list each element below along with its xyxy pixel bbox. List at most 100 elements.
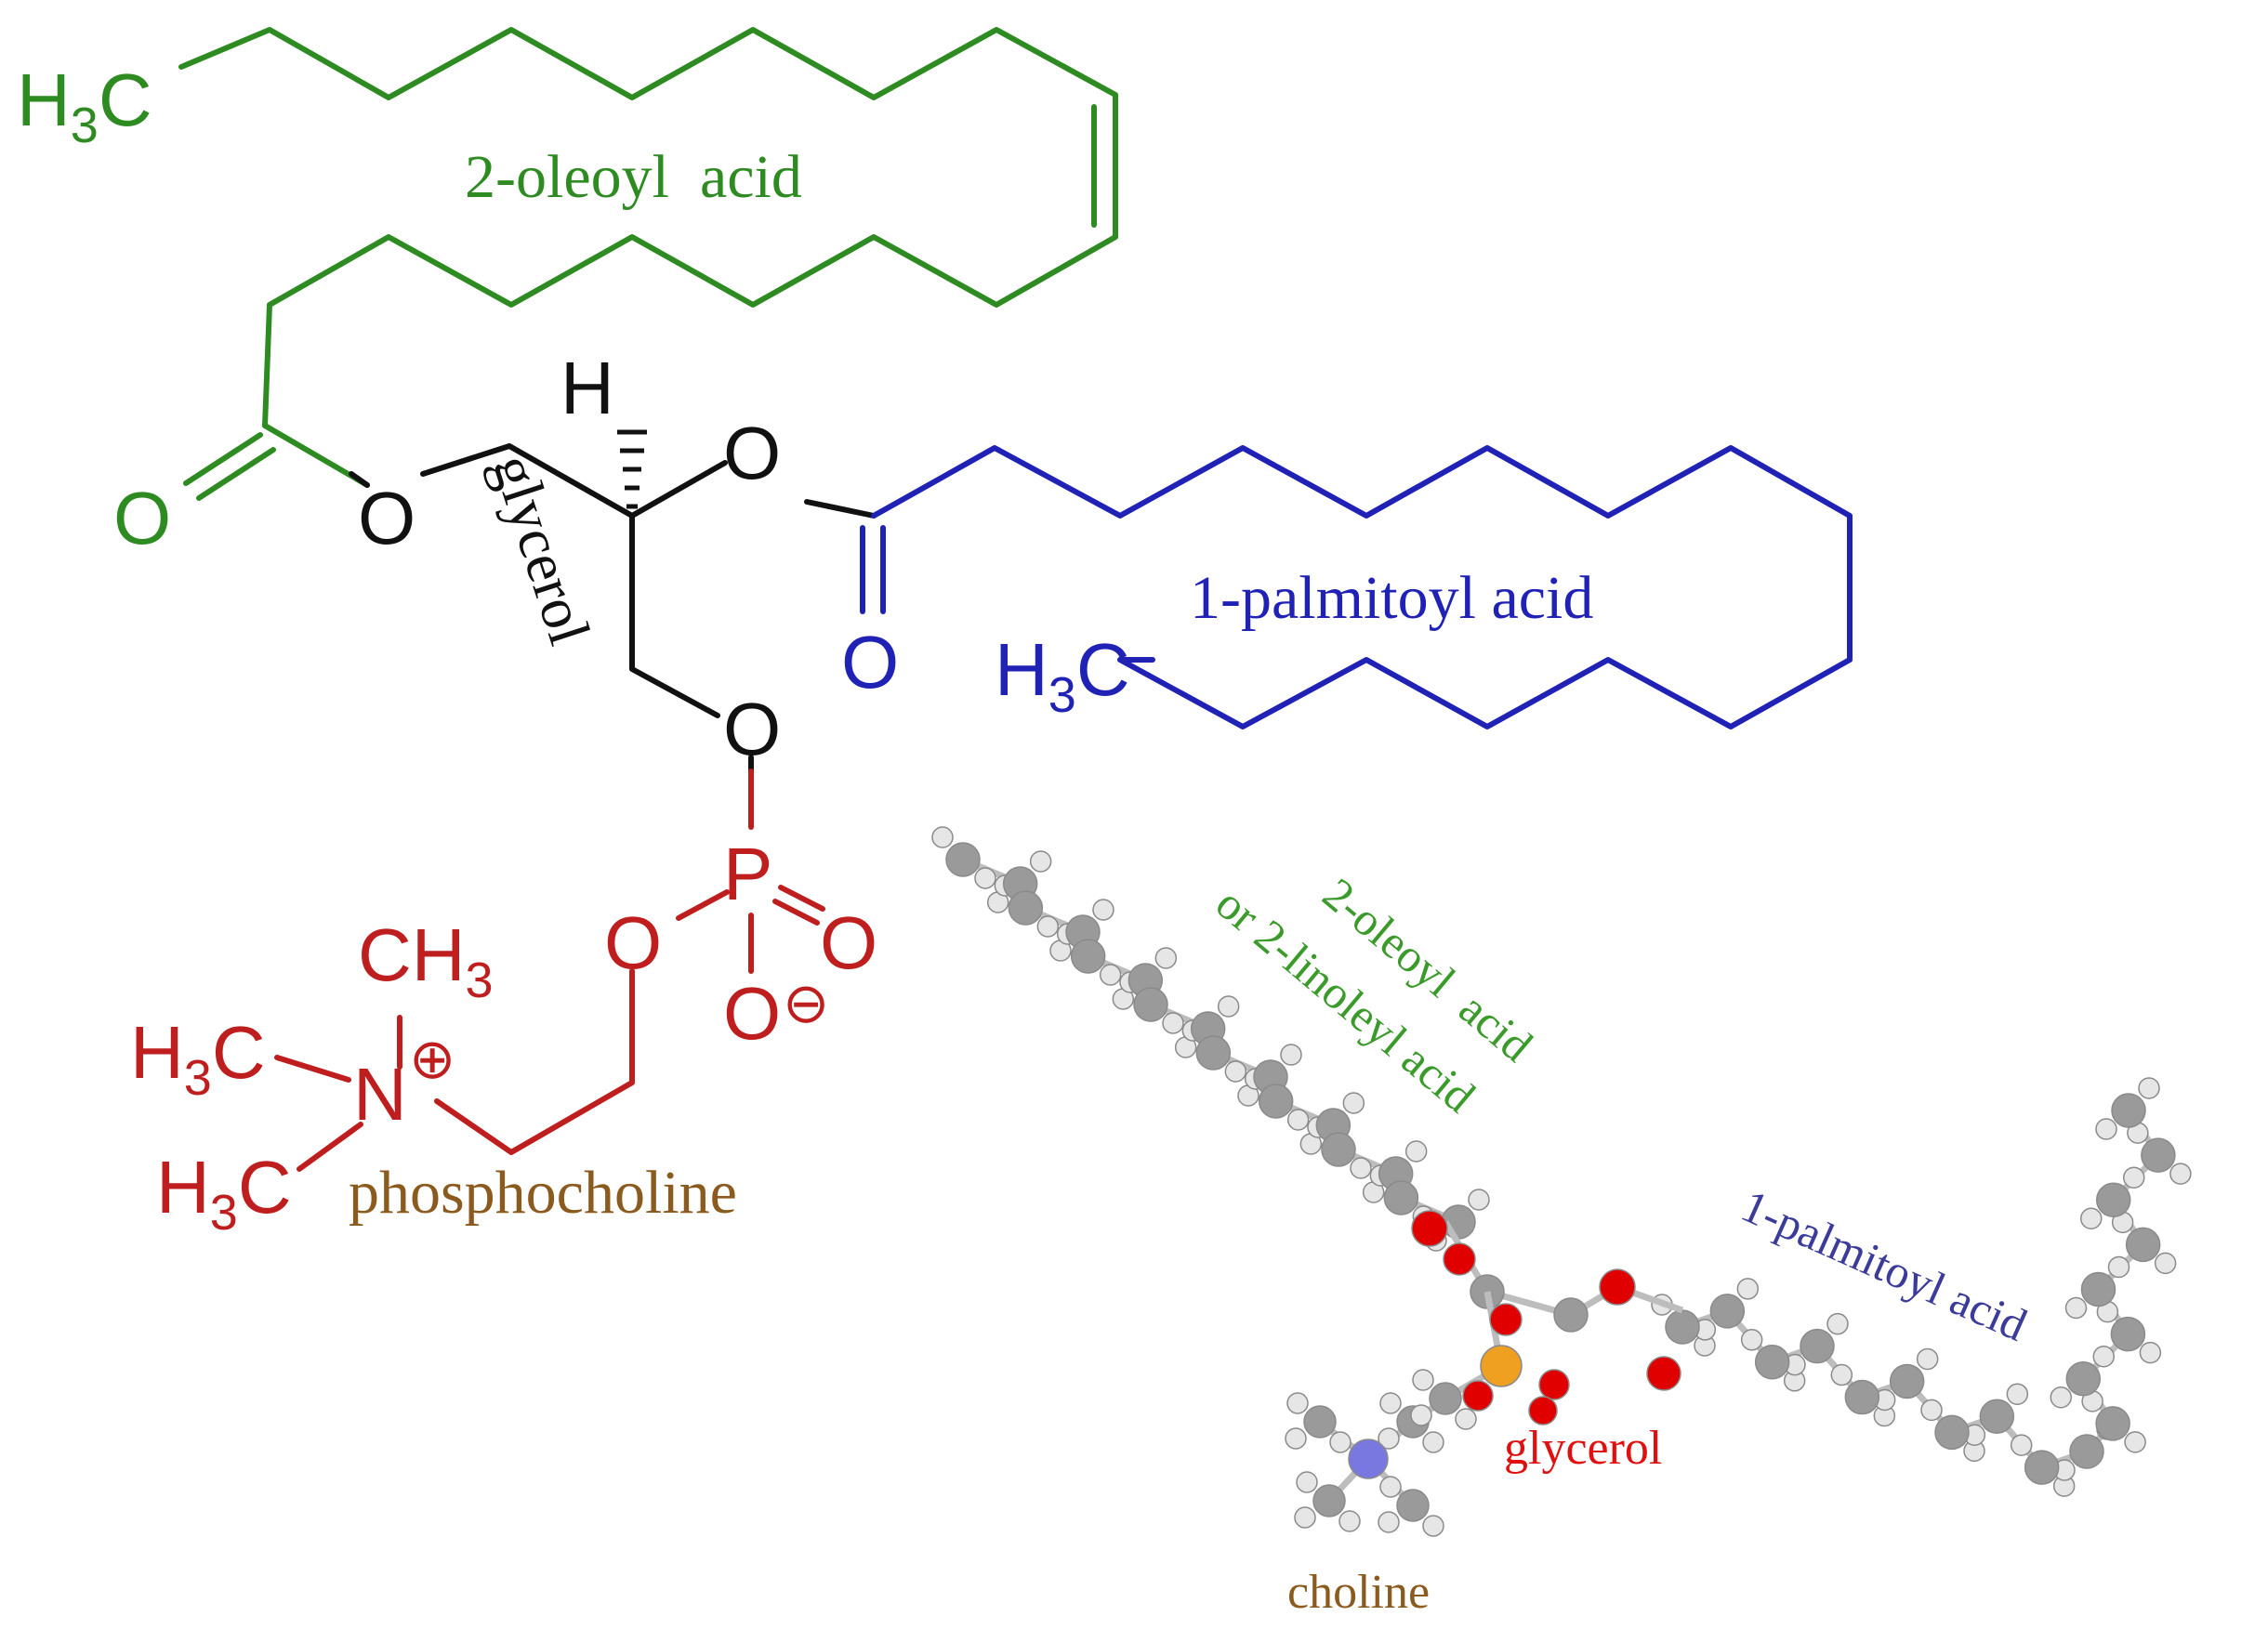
model-oxygen-atom (1528, 1396, 1558, 1425)
model-palmitoyl-carbon-atom (1709, 1294, 1746, 1329)
model-palmitoyl-hydrogen-atom (2139, 1341, 2162, 1364)
p-to-o-bridge-bond (676, 889, 730, 921)
model-choline-carbon-atom (1429, 1382, 1462, 1415)
model-oleoyl-hydrogen-atom (1217, 995, 1240, 1018)
model-oleoyl-hydrogen-atom (1154, 947, 1178, 969)
model-oxygen-atom (1411, 1210, 1448, 1247)
model-oleoyl-hydrogen-atom (1036, 915, 1060, 938)
model-oleoyl-hydrogen-atom (1162, 1012, 1184, 1034)
model-choline-hydrogen-atom (1329, 1431, 1352, 1453)
model-palmitoyl-carbon-atom (2080, 1271, 2116, 1307)
model-choline-hydrogen-atom (1294, 1506, 1316, 1529)
choline-ethyl-bonds (434, 968, 635, 1155)
model-oleoyl-carbon-atom (945, 842, 981, 877)
glycerol-ester-o-link (804, 499, 877, 519)
model-oleoyl-hydrogen-atom (1468, 1189, 1490, 1211)
phosphorus-atom: P (723, 833, 772, 915)
model-oleoyl-hydrogen-atom (1029, 850, 1052, 873)
model-palmitoyl-carbon-atom (2111, 1093, 2146, 1128)
model-palmitoyl-carbon-atom (1934, 1414, 1970, 1451)
model-oxygen-atom (1538, 1369, 1570, 1400)
nitrogen-atom: N (353, 1053, 407, 1136)
model-choline-hydrogen-atom (1410, 1404, 1432, 1426)
model-oleoyl-hydrogen-atom (1350, 1157, 1372, 1179)
glycerol-h-atom: H (560, 347, 614, 429)
model-palmitoyl-carbon-atom (2065, 1361, 2101, 1397)
model-palmitoyl-carbon-atom (1665, 1309, 1700, 1345)
model-palmitoyl-hydrogen-atom (2080, 1207, 2103, 1229)
model-choline-hydrogen-atom (1378, 1427, 1400, 1450)
ester-bond-left (349, 471, 370, 488)
stereo-hash-bond (617, 429, 647, 509)
model-choline-hydrogen-atom (1296, 1471, 1318, 1493)
oleoyl-label: 2-oleoyl acid (465, 143, 802, 211)
palmitoyl-carbonyl-oxygen: O (841, 621, 899, 703)
model-palmitoyl-hydrogen-atom (2123, 1166, 2145, 1189)
model-oleoyl-hydrogen-atom (974, 867, 996, 889)
model-palmitoyl-hydrogen-atom (1830, 1363, 1853, 1386)
model-palmitoyl-hydrogen-atom (2169, 1163, 2192, 1185)
model-choline-hydrogen-atom (1285, 1427, 1307, 1450)
carbonyl-double-bond-oleoyl-1 (183, 432, 263, 486)
model-oxygen-atom (1462, 1380, 1494, 1412)
palmitoyl-methyl-group: H3C (995, 628, 1130, 723)
model-oleoyl-hydrogen-atom (1280, 1044, 1302, 1066)
palmitoyl-label: 1-palmitoyl acid (1190, 564, 1593, 632)
model-choline-hydrogen-atom (1338, 1510, 1361, 1532)
p-double-o-bond-1 (778, 885, 825, 912)
model-choline-hydrogen-atom (1379, 1476, 1402, 1498)
model-oleoyl-hydrogen-atom (931, 826, 954, 848)
glycerol-lower-bonds (629, 513, 720, 718)
model-palmitoyl-hydrogen-atom (1920, 1399, 1943, 1422)
phosphate-bridge-oxygen: O (604, 901, 662, 984)
model-palmitoyl-carbon-atom (2096, 1182, 2131, 1217)
model-palmitoyl-carbon-atom (2125, 1227, 2161, 1263)
model-palmitoyl-carbon-atom (2110, 1316, 2146, 1352)
phosphocholine-head (274, 769, 825, 1172)
n-methyl-bottom: H3C (156, 1146, 292, 1241)
n-methyl-top: CH3 (358, 913, 494, 1008)
model-palmitoyl-hydrogen-atom (2064, 1296, 2088, 1320)
model-nitrogen-atom (1348, 1439, 1389, 1479)
model-palmitoyl-carbon-atom (1800, 1328, 1835, 1364)
ester-oxygen-left: O (358, 477, 415, 559)
p-double-o-bond-2 (772, 899, 820, 926)
phosphate-ester-oxygen: O (723, 688, 781, 770)
model-choline-label: choline (1287, 1566, 1430, 1619)
model-choline-carbon-atom (1396, 1489, 1430, 1522)
model-glycerol-carbon-atom (1553, 1297, 1589, 1333)
model-palmitoyl-hydrogen-atom (2138, 1077, 2160, 1099)
model-choline-hydrogen-atom (1455, 1408, 1477, 1430)
n-to-ch3-left (274, 1055, 351, 1083)
model-palmitoyl-hydrogen-atom (1736, 1278, 1760, 1300)
palmitoyl-bonds (871, 445, 1853, 729)
model-oxygen-atom (1646, 1356, 1681, 1391)
ball-and-stick-model (931, 826, 2192, 1537)
model-choline-hydrogen-atom (1422, 1431, 1444, 1453)
model-palmitoyl-hydrogen-atom (2092, 1346, 2115, 1368)
model-oxygen-atom (1443, 1242, 1476, 1276)
model-choline-carbon-atom (1303, 1405, 1337, 1439)
model-oleoyl-carbon-atom (1321, 1132, 1356, 1167)
model-palmitoyl-carbon-atom (1889, 1363, 1925, 1399)
glycerol-backbone (349, 443, 877, 774)
model-palmitoyl-carbon-atom (1979, 1399, 2015, 1434)
model-palmitoyl-hydrogen-atom (1740, 1329, 1763, 1351)
oleoyl-upper-bonds (178, 27, 1118, 240)
positive-charge-icon: ⊕ (409, 1028, 455, 1090)
model-palmitoyl-carbon-atom (1844, 1379, 1880, 1415)
model-choline-hydrogen-atom (1422, 1515, 1444, 1537)
model-palmitoyl-hydrogen-atom (2124, 1431, 2146, 1453)
model-choline-hydrogen-atom (1379, 1392, 1402, 1414)
model-palmitoyl-carbon-atom (2024, 1450, 2060, 1485)
negative-charge-icon: ⊖ (783, 972, 829, 1034)
model-choline-hydrogen-atom (1378, 1511, 1400, 1533)
model-phosphorus-atom (1480, 1345, 1523, 1387)
oleoyl-carbonyl-oxygen: O (113, 477, 171, 559)
model-oleoyl-hydrogen-atom (1224, 1060, 1247, 1083)
model-oleoyl-carbon-atom (1133, 987, 1168, 1022)
glycerol-label: glycerol (481, 446, 603, 651)
model-palmitoyl-hydrogen-atom (2050, 1386, 2072, 1409)
model-oleoyl-carbon-atom (1383, 1180, 1419, 1215)
